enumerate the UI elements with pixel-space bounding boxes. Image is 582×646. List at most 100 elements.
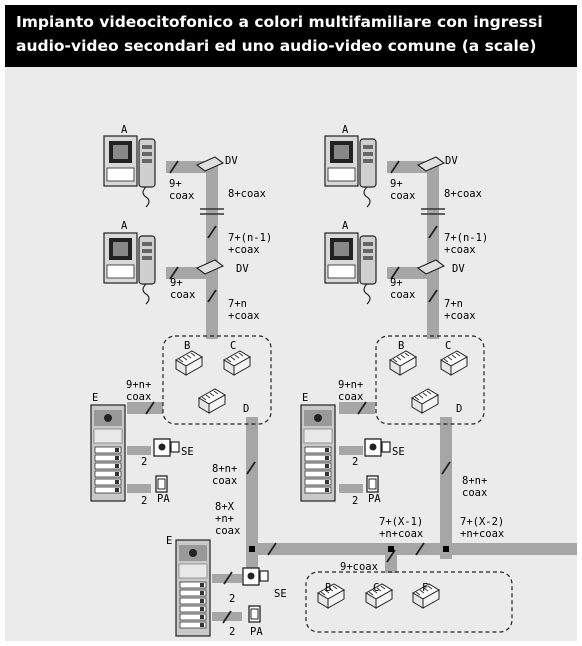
right-pa-label-line: PA: [368, 493, 381, 505]
panel-camera: [189, 549, 197, 557]
left-door-station-top: [195, 156, 225, 172]
right-riser-top-label-line: 8+coax: [444, 188, 482, 200]
common-electric-lock: [242, 567, 269, 586]
left-monitor-top-label-line: A: [121, 124, 128, 136]
right-monitor-mid-label: A: [342, 220, 349, 232]
title-banner: Impianto videocitofonico a colori multif…: [5, 5, 577, 67]
left-riser-low-label: 7+n+coax: [228, 298, 260, 322]
left-door-station-mid: [195, 259, 225, 275]
panel-call-button: [179, 581, 207, 589]
left-wire-mid-label-line: 9+: [170, 277, 183, 289]
lock-bolt: [381, 441, 391, 453]
panel-button-knob: [325, 456, 329, 460]
module-front: [399, 356, 417, 376]
left-riser-low-label-line: +coax: [228, 310, 260, 322]
left-monitor-top-label: A: [121, 124, 128, 136]
panel-speaker-grille: [303, 428, 333, 444]
left-wire-marker: [207, 225, 217, 239]
module-terminal: [380, 585, 386, 590]
left-wire-drop-label: 8+n+coax: [212, 463, 237, 487]
left-wire-panel-label-line: 9+n+: [126, 379, 151, 391]
left-pa-bus: [127, 484, 151, 493]
handset-slot: [142, 256, 152, 260]
left-junction: [249, 546, 255, 552]
left-module-d-label-line: D: [243, 403, 249, 415]
right-monitor-top: [324, 135, 377, 208]
left-pa-wire-label-line: 2: [141, 495, 147, 507]
right-module-b: [389, 350, 417, 376]
monitor-keypad: [106, 167, 135, 182]
common-wire-main-label-line: 8+X: [215, 501, 235, 513]
handset-slot: [142, 159, 152, 163]
panel-call-button: [94, 478, 122, 486]
pushbutton-key: [368, 478, 377, 490]
handset-slot: [363, 242, 373, 246]
panel-call-button: [179, 589, 207, 597]
panel-button-knob: [115, 472, 119, 476]
right-riser-top-label: 8+coax: [444, 188, 482, 200]
monitor-screen-image: [113, 242, 128, 256]
left-module-b: [175, 350, 203, 376]
left-wire-marker: [145, 401, 155, 415]
right-riser-low-label-line: +coax: [444, 310, 476, 322]
left-wire-mid-label: 9+coax: [170, 277, 195, 301]
right-wire-marker: [357, 401, 367, 415]
common-module-f: [412, 583, 440, 609]
panel-button-knob: [325, 488, 329, 492]
common-wire-right-label-line: 7+(X-2): [460, 516, 504, 528]
right-dv-mid-label-line: DV: [452, 263, 465, 275]
module-terminal: [414, 396, 420, 401]
panel-call-button: [94, 470, 122, 478]
common-module-b-label-line: B: [325, 582, 331, 594]
left-monitor-mid-label-line: A: [121, 220, 128, 232]
left-riser-mid-label-line: 7+(n-1): [228, 232, 272, 244]
right-drop-bus: [440, 417, 452, 559]
module-terminal: [182, 356, 188, 361]
module-front: [233, 356, 251, 376]
right-door-station-top: [416, 156, 446, 172]
right-wire-marker: [390, 266, 400, 280]
handset-cord: [142, 283, 150, 305]
left-se-wire-label: 2: [141, 456, 147, 468]
handset-slot: [363, 145, 373, 149]
right-wire-marker: [428, 289, 438, 303]
module-terminal: [201, 396, 207, 401]
left-wire-top-label-line: 9+: [169, 178, 182, 190]
module-front: [185, 356, 203, 376]
right-entrance-panel: [300, 404, 336, 502]
left-module-b-label-line: B: [184, 340, 190, 352]
right-module-c-label-line: C: [445, 340, 451, 352]
right-se-label-line: SE: [392, 446, 405, 458]
handset-cord: [142, 186, 150, 208]
module-terminal: [422, 392, 428, 397]
right-module-c: [440, 350, 468, 376]
module-terminal: [418, 394, 424, 399]
common-pa-wire-label: 2: [229, 626, 235, 638]
left-dv-top-label: DV: [225, 155, 238, 167]
left-wire-marker: [246, 461, 256, 475]
module-terminal: [190, 352, 196, 357]
left-wire-marker: [223, 571, 233, 585]
module-front: [421, 394, 439, 414]
module-terminal: [404, 352, 410, 357]
module-terminal: [324, 589, 330, 594]
left-riser-bus: [206, 166, 218, 339]
module-terminal: [415, 591, 421, 596]
module-terminal: [419, 589, 425, 594]
panel-button-knob: [325, 448, 329, 452]
module-terminal: [328, 587, 334, 592]
right-wire-mid-label: 9+coax: [390, 277, 415, 301]
panel-call-button: [304, 478, 332, 486]
module-terminal: [447, 356, 453, 361]
panel-button-knob: [115, 488, 119, 492]
common-module-f-label: F: [422, 582, 428, 594]
left-wire-drop-label-line: 8+n+: [212, 463, 237, 475]
handset-slot: [363, 159, 373, 163]
lock-bolt: [170, 441, 180, 453]
module-terminal: [209, 392, 215, 397]
left-se-wire-label-line: 2: [141, 456, 147, 468]
right-module-d-label: D: [456, 403, 462, 415]
left-wire-panel-label-line: coax: [126, 391, 151, 403]
common-module-c-label-line: C: [373, 582, 379, 594]
